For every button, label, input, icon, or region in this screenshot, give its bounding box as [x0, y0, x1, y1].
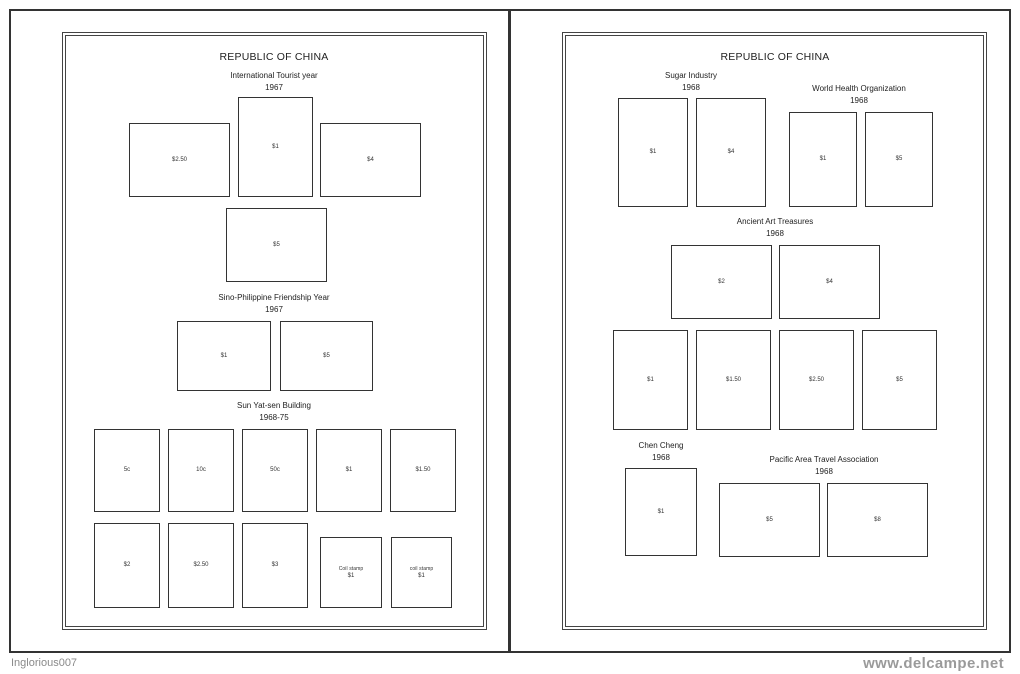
delcampe-watermark: www.delcampe.net [863, 655, 1004, 672]
section-heading: Sino-Philippine Friendship Year [218, 293, 330, 302]
section-heading: Sugar Industry [664, 71, 718, 80]
stamp-space: $1 [789, 112, 857, 207]
stamp-space: $5 [226, 208, 327, 282]
stamp-space: $1 [618, 98, 688, 207]
stamp-space: $5 [865, 112, 933, 207]
stamp-space: $5 [280, 321, 373, 391]
stamp-space: $4 [320, 123, 421, 197]
coil-stamp-value: $1 [347, 572, 355, 579]
album-page-right: REPUBLIC OF CHINA Sugar Industry 1968 $1… [509, 9, 1011, 653]
stamp-space: $1.50 [390, 429, 456, 512]
stamp-space: $8 [827, 483, 928, 557]
page-title: REPUBLIC OF CHINA [219, 51, 329, 63]
coil-stamp-space: Coil stamp $1 [320, 537, 382, 608]
section-year: 1967 [265, 83, 283, 92]
stamp-space: $5 [862, 330, 937, 430]
stamp-space: $4 [696, 98, 766, 207]
stamp-space: $1 [625, 468, 697, 556]
section-heading: World Health Organization [812, 84, 906, 93]
section-year: 1968 [815, 467, 833, 476]
section-heading: Pacific Area Travel Association [769, 455, 879, 464]
album-page-left: REPUBLIC OF CHINA International Tourist … [9, 9, 510, 653]
section-heading: Sun Yat-sen Building [237, 401, 311, 410]
stamp-space: 5c [94, 429, 160, 512]
coil-stamp-label: Coil stamp [338, 565, 364, 572]
stamp-space: $2.50 [779, 330, 854, 430]
section-year: 1967 [265, 305, 283, 314]
stamp-space: $4 [779, 245, 880, 319]
section-year: 1968 [652, 453, 670, 462]
seller-name: Inglorious007 [11, 657, 78, 669]
stamp-space: $5 [719, 483, 820, 557]
stamp-space: $2.50 [168, 523, 234, 608]
section-year: 1968 [766, 229, 784, 238]
stamp-space: 50c [242, 429, 308, 512]
stamp-space: $1 [613, 330, 688, 430]
stamp-space: $1 [238, 97, 313, 197]
stamp-space: $1.50 [696, 330, 771, 430]
stamp-space: 10c [168, 429, 234, 512]
stamp-space: $2 [94, 523, 160, 608]
section-heading: International Tourist year [230, 71, 318, 80]
page-frame [62, 32, 487, 630]
coil-stamp-label: coil stamp [409, 565, 434, 572]
stamp-space: $1 [177, 321, 271, 391]
coil-stamp-value: $1 [418, 572, 425, 579]
coil-stamp-space: coil stamp $1 [391, 537, 452, 608]
stamp-space: $2.50 [129, 123, 230, 197]
section-year: 1968-75 [259, 413, 289, 422]
stamp-space: $1 [316, 429, 382, 512]
page-title: REPUBLIC OF CHINA [720, 51, 830, 63]
section-heading: Chen Cheng [638, 441, 684, 450]
stamp-space: $3 [242, 523, 308, 608]
section-year: 1968 [682, 83, 700, 92]
section-year: 1968 [850, 96, 868, 105]
section-heading: Ancient Art Treasures [736, 217, 814, 226]
stamp-space: $2 [671, 245, 772, 319]
page-frame [562, 32, 987, 630]
